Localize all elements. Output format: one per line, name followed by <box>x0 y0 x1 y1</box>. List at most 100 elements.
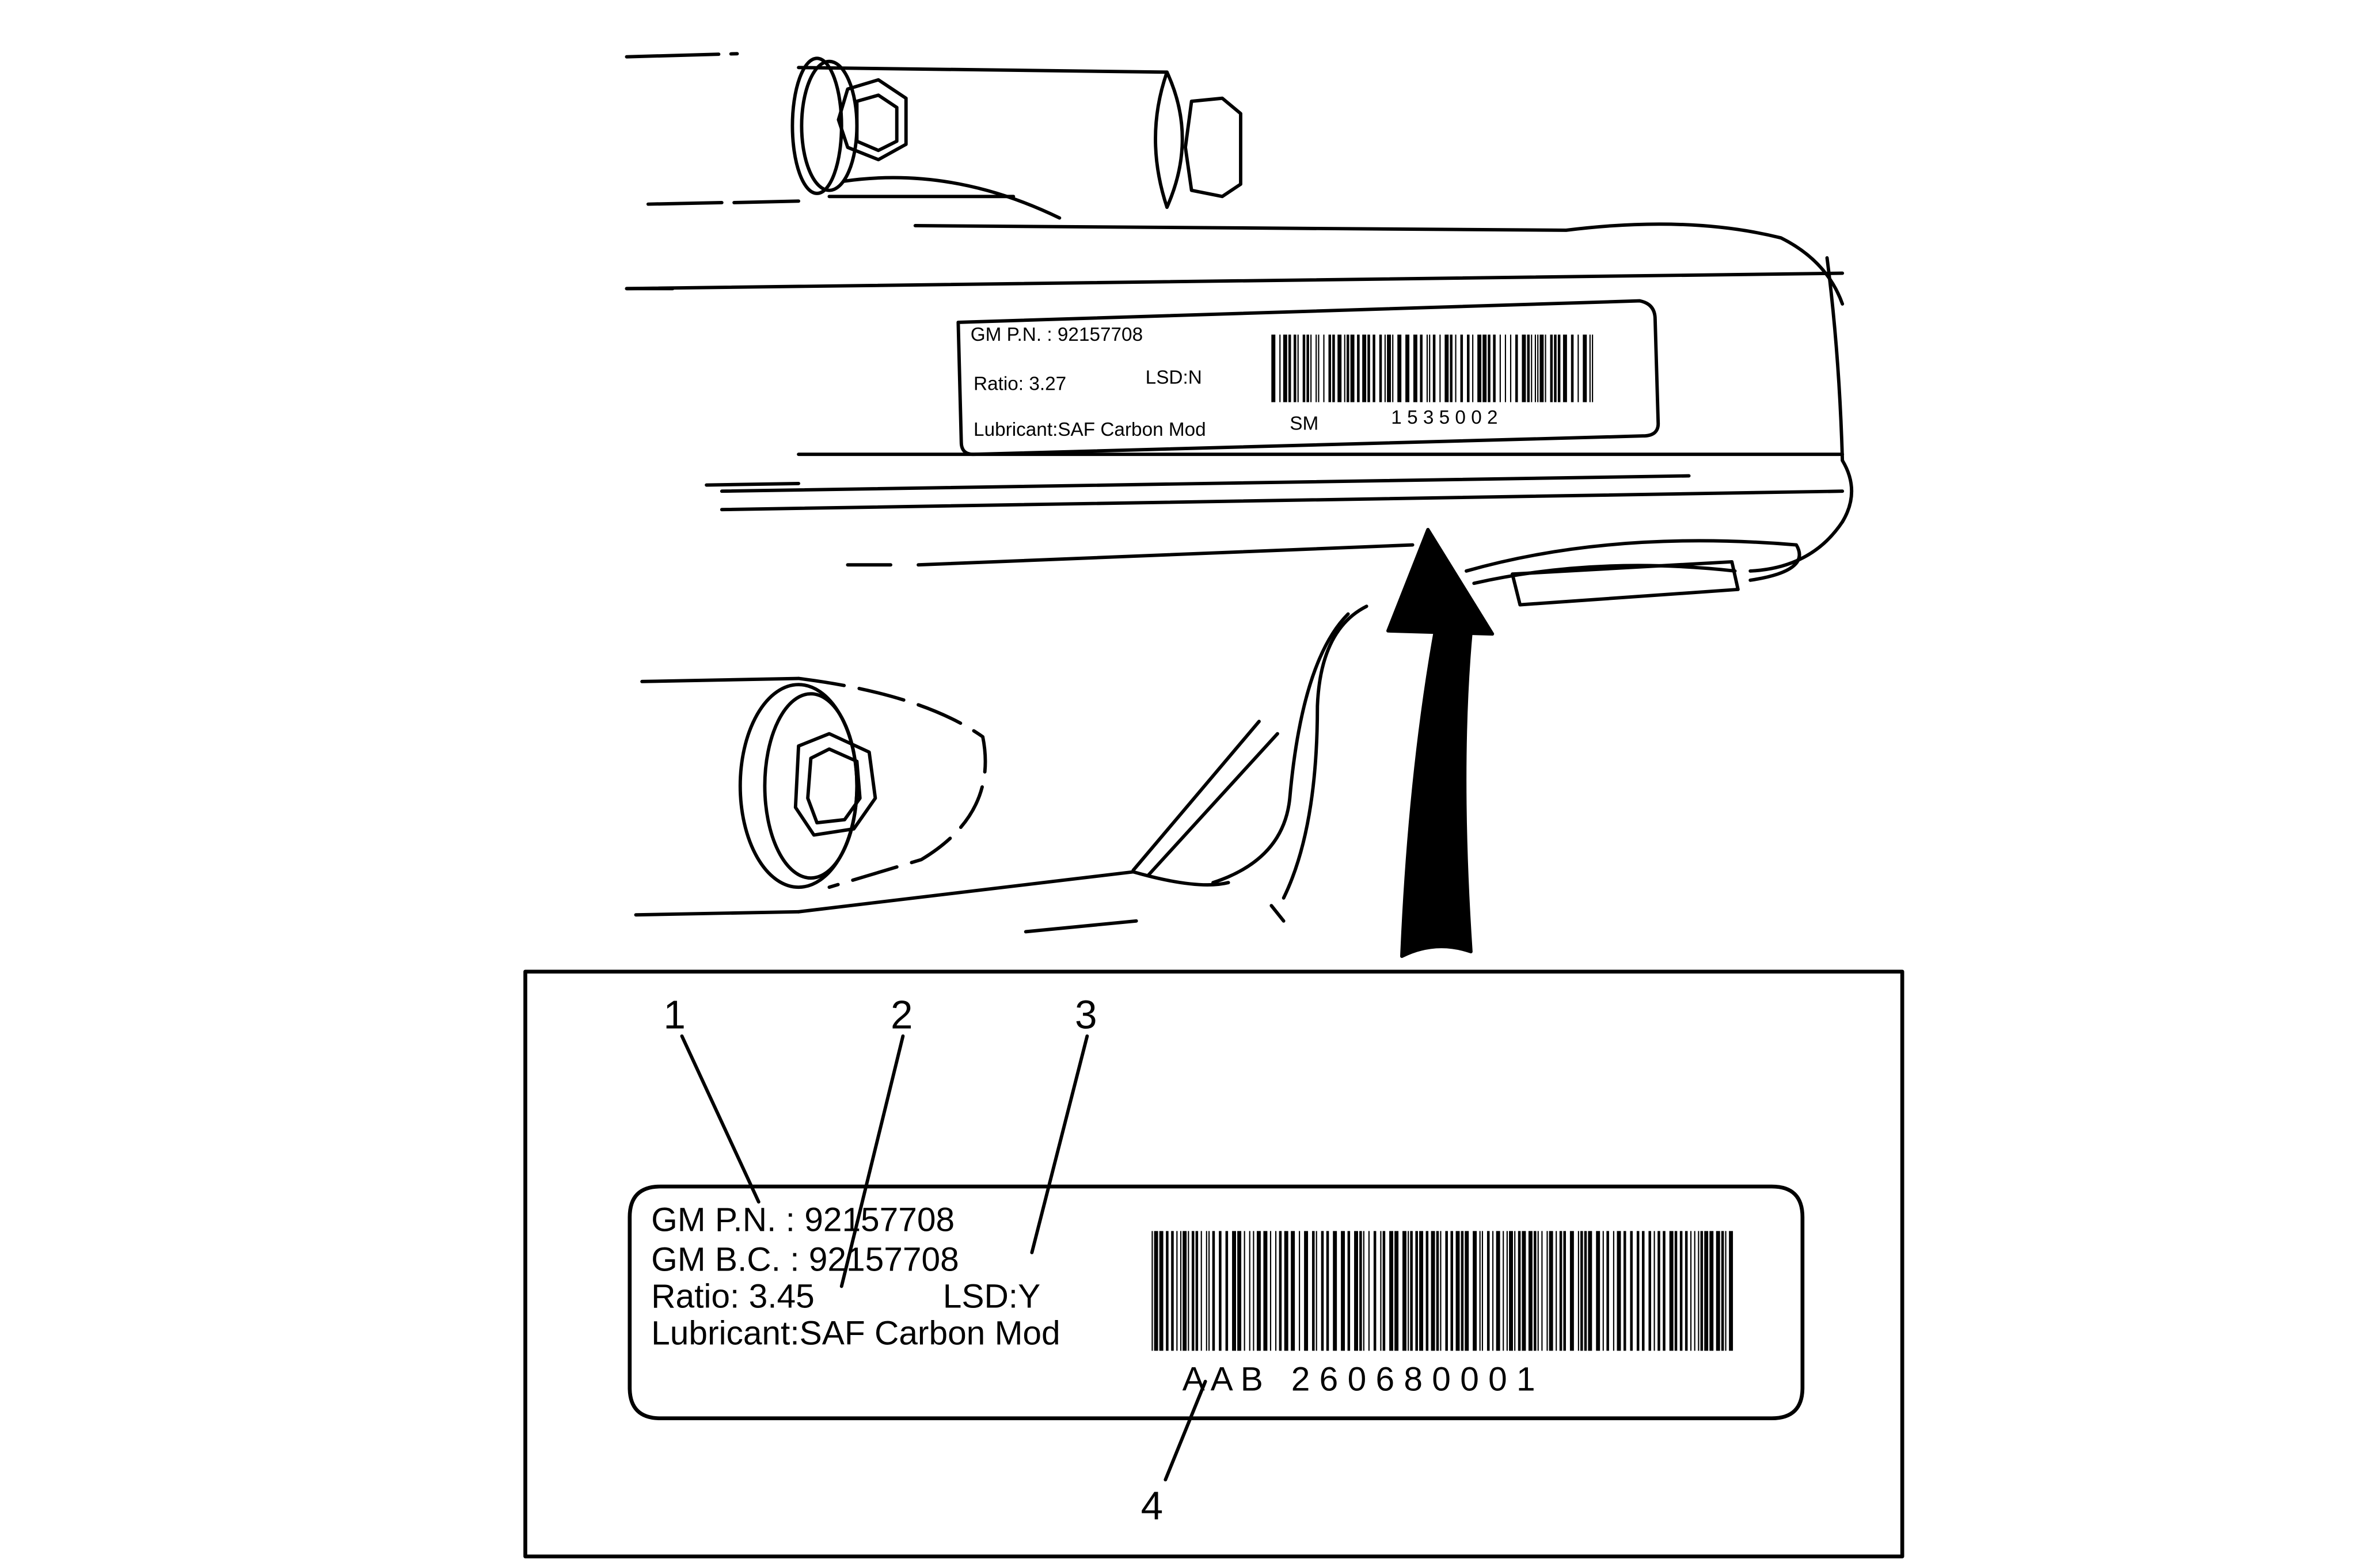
barcode-bar <box>1636 1231 1640 1351</box>
barcode-bar <box>1367 334 1370 402</box>
barcode-bar <box>1663 1231 1666 1351</box>
barcode-bar <box>1482 334 1487 402</box>
barcode-bar <box>1384 334 1386 402</box>
barcode-bar <box>1318 334 1320 402</box>
barcode-bar <box>1545 334 1546 402</box>
barcode-bar <box>1509 1231 1513 1351</box>
barcode-bar <box>1577 1231 1579 1351</box>
barcode-bar <box>1368 1231 1370 1351</box>
barcode-small <box>1271 334 1594 402</box>
barcode-bar <box>1700 1231 1704 1351</box>
barcode-bar <box>1394 1231 1399 1351</box>
detail-ratio: Ratio: 3.45 <box>651 1278 815 1315</box>
barcode-bar <box>1669 1231 1674 1351</box>
barcode-bar <box>1481 1231 1484 1351</box>
barcode-bar <box>1166 1231 1169 1351</box>
barcode-bar <box>1477 334 1482 402</box>
barcode-bar <box>1332 334 1335 402</box>
callout-1: 1 <box>663 992 686 1037</box>
barcode-bar <box>1306 334 1309 402</box>
barcode-bar <box>1341 1231 1345 1351</box>
barcode-bar <box>1310 334 1312 402</box>
barcode-bar <box>1537 334 1539 402</box>
barcode-bar <box>1284 1231 1288 1351</box>
barcode-bar <box>1679 1231 1683 1351</box>
barcode-bar <box>1431 1231 1435 1351</box>
barcode-bar <box>1694 1231 1695 1351</box>
callout-2: 2 <box>891 992 913 1037</box>
barcode-bar <box>1473 1231 1477 1351</box>
barcode-bar <box>1518 1231 1521 1351</box>
barcode-bar <box>1657 1231 1660 1351</box>
detail-part-number: GM P.N. : 92157708 <box>651 1201 955 1238</box>
barcode-bar <box>1550 334 1553 402</box>
barcode-bar <box>1357 334 1360 402</box>
barcode-bar <box>1725 1231 1727 1351</box>
callout-4: 4 <box>1141 1484 1164 1528</box>
housing-sm: SM <box>1290 413 1318 435</box>
barcode-bar <box>1415 1231 1418 1351</box>
barcode-bar <box>1311 1231 1315 1351</box>
barcode-bar <box>1571 334 1574 402</box>
barcode-bar <box>1354 1231 1358 1351</box>
barcode-bar <box>1237 1231 1242 1351</box>
barcode-bar <box>1450 1231 1454 1351</box>
barcode-bar <box>1346 334 1349 402</box>
barcode-bar <box>1405 334 1410 402</box>
barcode-bar <box>1455 334 1457 402</box>
barcode-bar <box>1408 1231 1409 1351</box>
barcode-bar <box>1244 1231 1245 1351</box>
housing-part-number: GM P.N. : 92157708 <box>971 324 1143 345</box>
barcode-bar <box>1653 1231 1655 1351</box>
barcode-bar <box>1465 1231 1469 1351</box>
barcode-bar <box>1269 1231 1272 1351</box>
barcode-bar <box>1455 1231 1460 1351</box>
barcode-bar <box>1263 1231 1268 1351</box>
barcode-bar <box>1533 1231 1537 1351</box>
barcode-bar <box>1577 334 1579 402</box>
barcode-bar <box>1379 334 1382 402</box>
detail-build-code: GM B.C. : 92157708 <box>651 1241 959 1279</box>
differential-housing <box>625 52 1853 934</box>
barcode-bar <box>1275 1231 1277 1351</box>
barcode-bar <box>1333 1231 1337 1351</box>
detail-serial: A A B 2 6 0 6 8 0 0 0 1 <box>1183 1361 1535 1398</box>
barcode-bar <box>1563 1231 1566 1351</box>
barcode-bar <box>1151 1231 1153 1351</box>
barcode-bar <box>1486 1231 1490 1351</box>
barcode-bar <box>1176 1231 1178 1351</box>
barcode-bar <box>1467 334 1470 402</box>
barcode-bar <box>1249 1231 1250 1351</box>
barcode-bar <box>1337 334 1342 402</box>
barcode-bar <box>1510 334 1512 402</box>
barcode-bar <box>1420 334 1423 402</box>
barcode-bar <box>1721 1231 1724 1351</box>
barcode-bar <box>1588 1231 1592 1351</box>
barcode-bar <box>1623 1231 1626 1351</box>
barcode-bar <box>1488 334 1491 402</box>
barcode-bar <box>1584 1231 1587 1351</box>
barcode-bar <box>1426 334 1428 402</box>
barcode-bar <box>1253 1231 1254 1351</box>
barcode-bar <box>1534 334 1536 402</box>
barcode-bar <box>1685 1231 1688 1351</box>
barcode-bar <box>1288 334 1291 402</box>
barcode-bar <box>1387 334 1391 402</box>
barcode-bar <box>1557 334 1561 402</box>
barcode-bar <box>1373 1231 1377 1351</box>
barcode-bar <box>1363 1231 1364 1351</box>
barcode-bar <box>1410 1231 1413 1351</box>
barcode-bar <box>1323 334 1325 402</box>
barcode-bar <box>1445 1231 1448 1351</box>
barcode-bar <box>1641 1231 1645 1351</box>
detail-lubricant: Lubricant:SAF Carbon Mod <box>651 1315 1060 1352</box>
barcode-bar <box>1583 334 1587 402</box>
leader-line-1 <box>680 1034 761 1204</box>
barcode-bar <box>1429 334 1431 402</box>
barcode-bar <box>1539 334 1544 402</box>
barcode-bar <box>1704 1231 1709 1351</box>
barcode-bar <box>1440 1231 1442 1351</box>
barcode-bar <box>1232 1231 1236 1351</box>
barcode-bar <box>1225 1231 1229 1351</box>
